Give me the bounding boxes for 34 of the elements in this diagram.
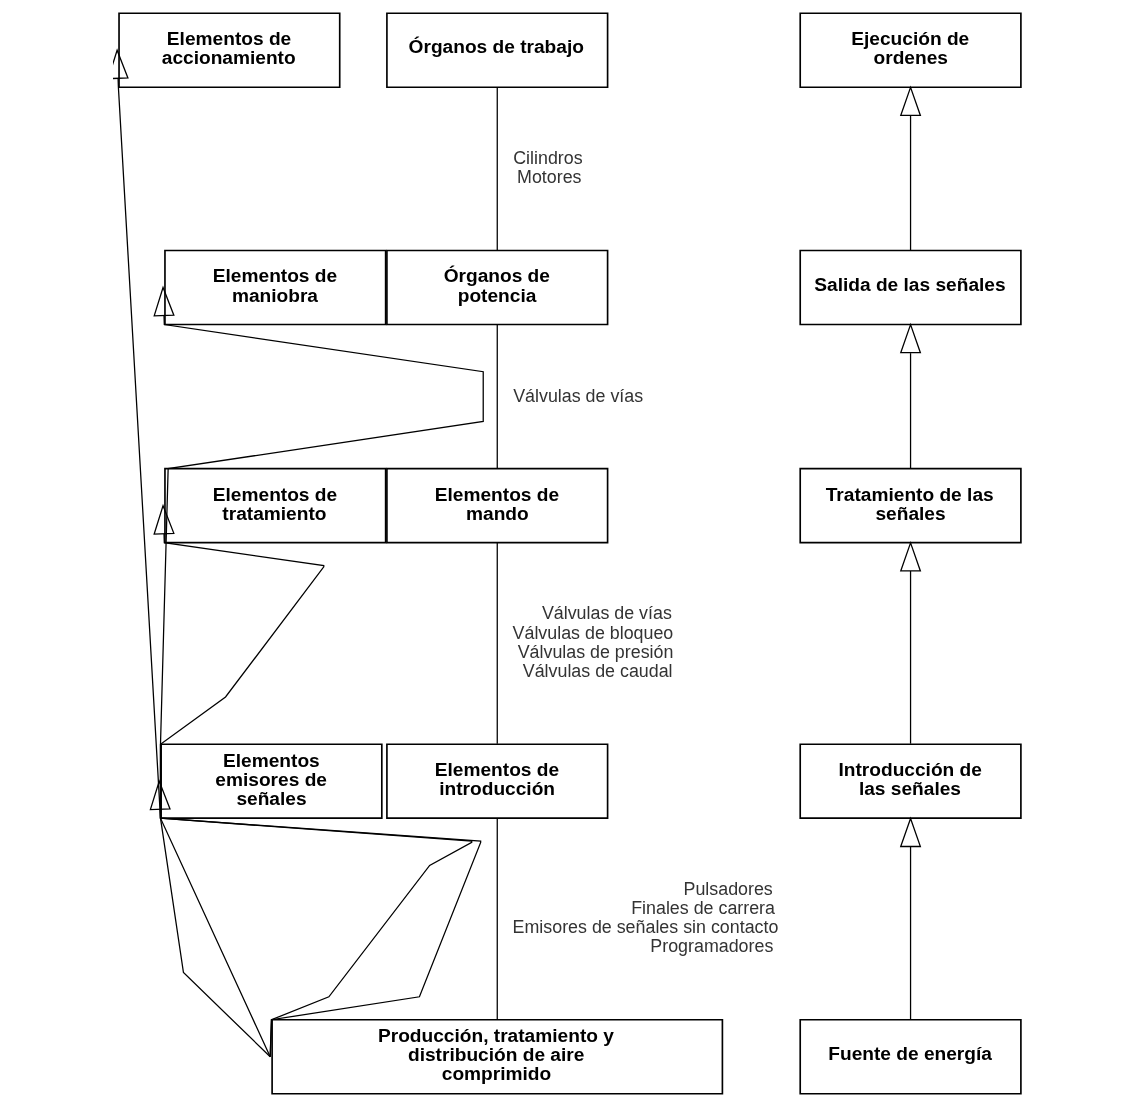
node-box: Producción, tratamiento y distribución de aire comprimido xyxy=(271,1018,724,1095)
node-label: Finales de carrera xyxy=(631,898,776,919)
node-label: Motores xyxy=(517,167,582,188)
node-box: Introducción de las señales xyxy=(799,743,1022,820)
node-box: Elementos de mando xyxy=(386,467,609,544)
arrow xyxy=(149,779,482,1058)
node-box: Fuente de energía xyxy=(799,1018,1022,1095)
arrow xyxy=(113,48,271,1058)
arrow xyxy=(899,540,922,745)
node-box: Elementos de introducción xyxy=(386,743,609,820)
connector xyxy=(496,817,498,1020)
node-label: Válvulas de vías xyxy=(513,385,644,406)
node-box: Órganos de trabajo xyxy=(386,12,609,89)
node-box: Órganos de potencia xyxy=(386,249,609,326)
node-box: Elementos emisores de señales xyxy=(160,743,383,820)
arrow xyxy=(899,85,922,251)
node-label: Cilindros xyxy=(513,148,583,169)
node-box: Elementos de accionamiento xyxy=(118,12,341,89)
connector xyxy=(496,542,498,745)
node-label: Válvulas de vías xyxy=(541,603,672,624)
connector xyxy=(496,324,498,469)
node-label: Pulsadores xyxy=(683,878,773,899)
node-box: Elementos de maniobra xyxy=(164,249,387,326)
connector xyxy=(496,86,498,251)
node-box: Salida de las señales xyxy=(799,249,1022,326)
node-label: Emisores de señales sin contacto xyxy=(512,917,779,938)
arrow xyxy=(153,285,484,1058)
arrow xyxy=(899,322,922,469)
node-box: Ejecución de ordenes xyxy=(799,12,1022,89)
arrow xyxy=(899,816,922,1020)
node-label: Programadores xyxy=(650,936,774,957)
node-box: Tratamiento de las señales xyxy=(799,467,1022,544)
node-label: Válvulas de bloqueo xyxy=(512,622,674,643)
node-box: Elementos de tratamiento xyxy=(164,467,387,544)
